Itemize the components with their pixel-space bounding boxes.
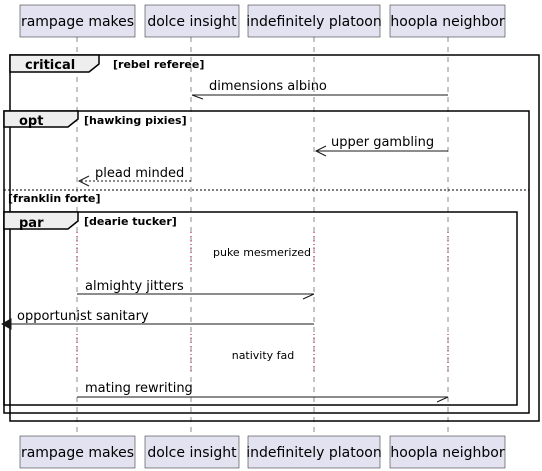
- par-guard: [dearie tucker]: [84, 215, 177, 228]
- participant-top-hoopla-neighbor[interactable]: hoopla neighbor: [389, 4, 506, 38]
- svg-text:indefinitely platoon: indefinitely platoon: [246, 14, 381, 30]
- else-separator: [franklin forte]: [4, 189, 529, 205]
- svg-text:plead minded: plead minded: [95, 166, 184, 181]
- svg-text:mating rewriting: mating rewriting: [85, 381, 193, 396]
- note-nativity-fad: nativity fad: [232, 349, 295, 362]
- fragment-par: par [dearie tucker]: [3, 211, 518, 406]
- critical-label: critical: [25, 58, 75, 73]
- fragment-critical: critical [rebel referee]: [9, 54, 540, 422]
- note-puke-mesmerized: puke mesmerized: [213, 246, 311, 259]
- par-label: par: [19, 216, 44, 231]
- message-mating-rewriting: mating rewriting: [77, 381, 449, 403]
- opt-guard: [hawking pixies]: [84, 114, 187, 127]
- svg-text:dimensions albino: dimensions albino: [209, 79, 327, 94]
- participant-bottom-rampage-makes[interactable]: rampage makes: [19, 435, 136, 469]
- svg-text:almighty jitters: almighty jitters: [85, 279, 184, 294]
- fragment-opt: opt [hawking pixies]: [3, 110, 530, 414]
- svg-text:hoopla neighbor: hoopla neighbor: [390, 14, 504, 30]
- svg-text:upper gambling: upper gambling: [331, 135, 434, 150]
- participant-bottom-hoopla-neighbor[interactable]: hoopla neighbor: [389, 435, 506, 469]
- participant-bottom-indefinitely-platoon[interactable]: indefinitely platoon: [246, 435, 382, 469]
- svg-text:rampage makes: rampage makes: [21, 445, 134, 461]
- svg-text:opportunist sanitary: opportunist sanitary: [17, 309, 149, 324]
- participant-top-rampage-makes[interactable]: rampage makes: [19, 4, 136, 38]
- message-almighty-jitters: almighty jitters: [77, 279, 315, 300]
- svg-text:dolce insight: dolce insight: [147, 14, 237, 30]
- svg-text:dolce insight: dolce insight: [147, 445, 237, 461]
- message-opportunist-sanitary: opportunist sanitary: [0, 309, 314, 330]
- message-plead-minded: plead minded: [77, 166, 191, 187]
- participant-top-indefinitely-platoon[interactable]: indefinitely platoon: [246, 4, 382, 38]
- participant-top-dolce-insight[interactable]: dolce insight: [144, 4, 240, 38]
- opt-label: opt: [19, 114, 43, 129]
- participant-bottom-dolce-insight[interactable]: dolce insight: [144, 435, 240, 469]
- else-guard: [franklin forte]: [8, 192, 101, 205]
- message-dimensions-albino: dimensions albino: [191, 79, 448, 100]
- critical-guard: [rebel referee]: [113, 58, 204, 71]
- svg-text:hoopla neighbor: hoopla neighbor: [390, 445, 504, 461]
- message-upper-gambling: upper gambling: [314, 135, 448, 157]
- svg-text:rampage makes: rampage makes: [21, 14, 134, 30]
- svg-text:indefinitely platoon: indefinitely platoon: [246, 445, 381, 461]
